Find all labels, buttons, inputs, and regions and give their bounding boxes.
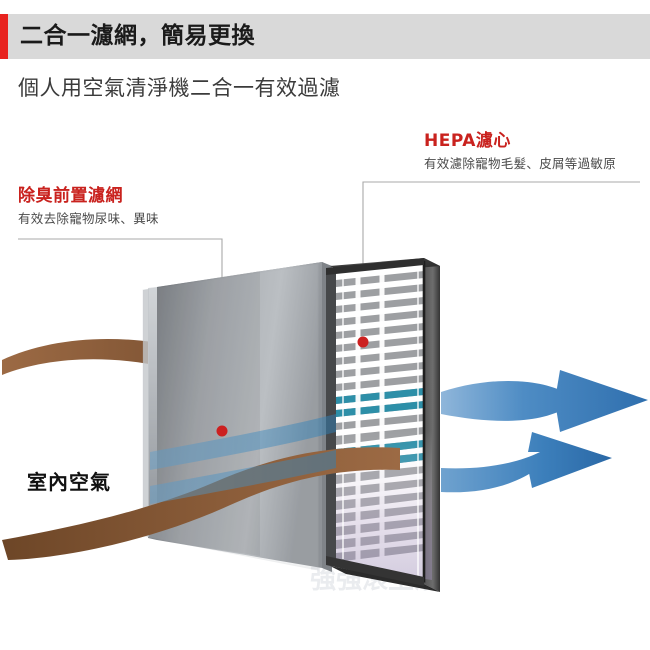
airflow-in-lower xyxy=(2,447,400,560)
svg-text:強強滾生活: 強強滾生活 xyxy=(310,565,440,595)
page-title: 二合一濾網，簡易更換 xyxy=(20,23,255,49)
marker-prefilter xyxy=(216,425,228,437)
hepa-frame-top xyxy=(326,258,424,275)
callout-hepa-description: 有效濾除寵物毛髮、皮屑等過敏原 xyxy=(424,156,617,172)
prefilter-panel-left-edge-outer xyxy=(143,289,149,537)
airflow-out-lower xyxy=(441,432,612,493)
hepa-filter xyxy=(326,258,440,592)
airflow-in-upper xyxy=(2,338,410,423)
airflow-out-upper xyxy=(441,370,648,432)
hotspot-markers xyxy=(216,336,369,437)
airflow-out xyxy=(441,370,648,493)
prefilter-panel xyxy=(142,262,332,572)
callout-hepa: HEPA濾心 有效濾除寵物毛髮、皮屑等過敏原 xyxy=(424,131,616,173)
page-subtitle: 個人用空氣清淨機二合一有效過濾 xyxy=(18,76,341,100)
airflow-transition xyxy=(150,414,336,504)
hepa-frame-bottom-outer xyxy=(330,566,440,592)
callout-hepa-title: HEPA濾心 xyxy=(424,131,511,151)
hepa-frame-bottom xyxy=(326,556,424,586)
marker-hepa xyxy=(357,336,369,348)
leader-line-hepa xyxy=(362,181,640,336)
callout-prefilter: 除臭前置濾網 有效去除寵物尿味、異味 xyxy=(18,186,159,228)
indoor-air-label: 室內空氣 xyxy=(27,470,111,494)
hepa-pleats xyxy=(330,266,432,580)
header-accent-bar xyxy=(0,14,8,59)
header-bar: 二合一濾網，簡易更換 xyxy=(0,14,650,59)
hepa-media-backing xyxy=(336,263,424,580)
prefilter-panel-face xyxy=(157,262,322,568)
watermark: 強強滾生活 xyxy=(295,432,440,595)
leader-line-prefilter xyxy=(18,238,223,424)
hepa-frame-left xyxy=(326,268,336,563)
hepa-frame-top-outer xyxy=(330,258,440,274)
callout-prefilter-description: 有效去除寵物尿味、異味 xyxy=(18,211,159,227)
prefilter-panel-left-edge xyxy=(148,287,157,540)
prefilter-panel-top xyxy=(157,262,330,291)
prefilter-panel-right-edge xyxy=(322,262,332,572)
prefilter-panel-glass xyxy=(142,263,319,571)
hepa-frame-right xyxy=(424,258,440,592)
hepa-inner-frame xyxy=(332,260,426,583)
callout-prefilter-title: 除臭前置濾網 xyxy=(18,186,123,206)
